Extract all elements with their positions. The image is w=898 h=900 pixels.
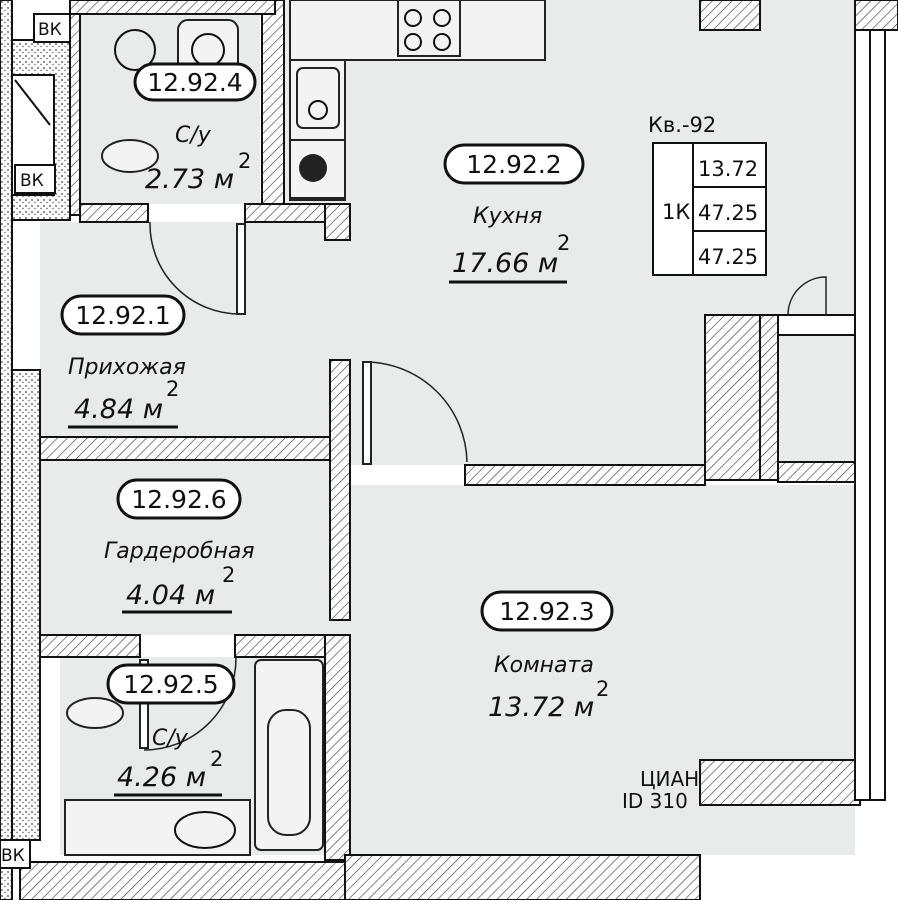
room-tag-dressing	[116, 478, 242, 520]
wall-bath1-right	[261, 0, 285, 206]
door-balcony-swing	[787, 276, 827, 316]
wall-balcony-bottom	[777, 461, 859, 483]
watermark-id: ID 310	[622, 789, 688, 813]
room-area-sup-bath1: 2	[238, 149, 251, 173]
burner-4	[433, 33, 451, 51]
room-area-sup-dressing: 2	[222, 563, 235, 587]
room-name-bath1: С/у	[175, 123, 212, 148]
wall-bottom-left	[19, 861, 346, 900]
door-bath1-leaf	[236, 223, 246, 315]
wall-balcony	[759, 314, 779, 481]
room-tag-hallway	[60, 294, 186, 336]
apartment-type: 1К	[662, 200, 690, 224]
wall-kitchen-room	[464, 464, 706, 486]
shaft-box-3	[0, 839, 31, 869]
bath2-toilet	[66, 697, 124, 729]
room-area-living: 13.72 м	[488, 692, 594, 723]
wall-bottom-right	[699, 759, 861, 806]
burner-3	[404, 33, 422, 51]
room-name-dressing: Гардеробная	[104, 539, 255, 564]
room-name-hallway: Прихожая	[68, 355, 186, 380]
room-name-living: Комната	[494, 653, 594, 678]
room-tag-kitchen	[443, 143, 585, 185]
shaft-label-3: ВК	[1, 846, 25, 866]
bath1-toilet	[101, 139, 159, 173]
shaft-box-1	[33, 13, 71, 43]
shaft-label-1: ВК	[38, 20, 62, 40]
wall-dressing-bottom-a	[39, 634, 141, 658]
bath2-sink	[64, 799, 251, 856]
room-area-sup-kitchen: 2	[557, 231, 570, 255]
wall-top-right-a	[699, 0, 761, 31]
room-area-dressing: 4.04 м	[126, 580, 215, 611]
room-id-dressing: 12.92.6	[131, 485, 226, 514]
room-id-living: 12.92.3	[499, 597, 594, 626]
shaft-wall-lower	[11, 369, 41, 841]
room-id-kitchen: 12.92.2	[466, 150, 561, 179]
room-tag-bath2	[106, 663, 236, 705]
room-area-bath1: 2.73 м	[145, 164, 234, 195]
wall-hall-bottom	[39, 436, 331, 461]
apartment-label: Кв.-92	[648, 113, 716, 137]
wall-hall-kitchen-b	[329, 359, 351, 621]
wall-bath1-bottom-a	[79, 203, 149, 223]
wall-bath2-right	[324, 634, 351, 861]
room-tag-bath1	[133, 62, 257, 102]
left-outer-wall	[0, 0, 13, 900]
room-area-sup-bath2: 2	[210, 747, 223, 771]
wall-bottom	[344, 854, 701, 900]
room-name-bath2: С/у	[152, 726, 189, 751]
door-bath1-swing	[149, 221, 241, 315]
balcony-door-frame	[777, 314, 856, 336]
door-kitchen-swing	[366, 361, 468, 463]
wall-dressing-bottom-b	[234, 634, 331, 658]
room-name-kitchen: Кухня	[473, 204, 542, 229]
bath1-shower	[114, 29, 156, 71]
apartment-table	[652, 142, 767, 276]
room-id-bath2: 12.92.5	[123, 670, 218, 699]
wall-top-right-b	[854, 0, 898, 31]
shaft-diagonal	[14, 79, 51, 126]
bath2-tub	[254, 659, 324, 851]
bath2-tub-inner	[267, 709, 311, 836]
room-tag-living	[480, 590, 614, 632]
room-area-kitchen: 17.66 м	[452, 248, 558, 279]
room-area-bath2: 4.26 м	[117, 762, 206, 793]
room-area-sup-living: 2	[596, 677, 609, 701]
shaft-box-2	[14, 164, 56, 194]
room-id-bath1: 12.92.4	[147, 68, 242, 97]
room-area-hallway: 4.84 м	[74, 394, 163, 425]
room-id-hallway: 12.92.1	[75, 301, 170, 330]
room-area-sup-hallway: 2	[166, 377, 179, 401]
apartment-living-area: 13.72	[698, 157, 758, 181]
sink-drain	[308, 100, 328, 120]
wall-column	[704, 314, 761, 481]
dishwasher-drum	[299, 154, 327, 182]
apartment-total-area: 47.25	[698, 201, 758, 225]
burner-1	[404, 9, 422, 27]
bath2-sink-bowl	[174, 811, 236, 849]
door-kitchen-leaf	[362, 361, 372, 465]
burner-2	[433, 9, 451, 27]
wall-bath1-left	[69, 0, 81, 216]
wall-top-left	[69, 0, 276, 15]
wall-hall-kitchen-a	[324, 203, 351, 241]
kitchen-sink	[296, 67, 340, 129]
watermark-brand: ЦИАН	[640, 767, 699, 791]
shaft-label-2: ВК	[20, 171, 44, 191]
apartment-total-area-2: 47.25	[698, 245, 758, 269]
